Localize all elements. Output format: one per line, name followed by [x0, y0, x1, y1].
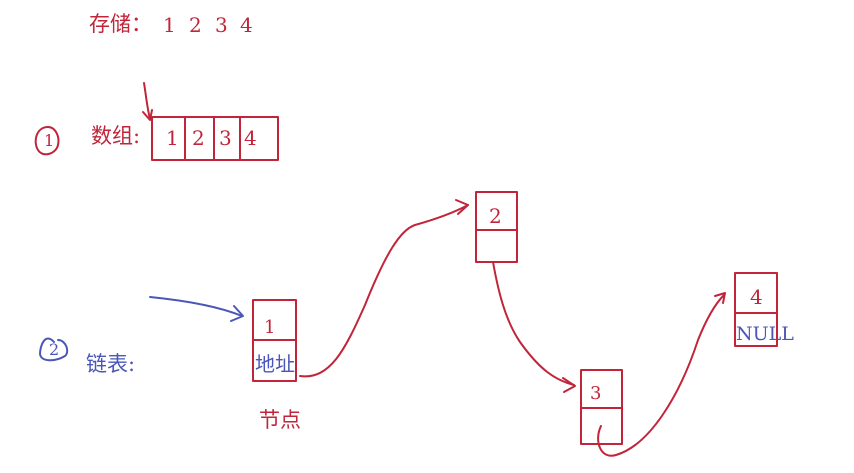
node-4-pointer: NULL — [736, 323, 794, 345]
node-2-box — [475, 191, 518, 263]
array-cell-3: 3 — [219, 126, 232, 150]
storage-value-3: 3 — [215, 13, 228, 37]
array-cell-4: 4 — [244, 126, 257, 150]
list-label: 链表: — [86, 352, 136, 376]
link-3-to-4-arrow — [597, 294, 725, 457]
link-2-to-3-arrow — [492, 261, 575, 386]
node-3-value: 3 — [590, 383, 602, 404]
head-pointer-head — [230, 305, 244, 322]
node-4-value: 4 — [750, 285, 763, 309]
link-3-to-4-head — [714, 292, 726, 304]
storage-value-4: 4 — [240, 13, 253, 37]
node-4-box — [734, 272, 778, 347]
link-2-to-3-head — [562, 377, 576, 393]
node-1-pointer: 地址 — [255, 352, 295, 376]
storage-value-1: 1 — [163, 13, 176, 37]
node-caption: 节点 — [259, 408, 301, 432]
storage-arrow-head — [142, 109, 153, 121]
array-marker: 1 — [44, 131, 55, 150]
array-cell-2: 2 — [192, 126, 205, 150]
storage-value-2: 2 — [189, 13, 202, 37]
array-label: 数组: — [91, 124, 141, 148]
array-cell-1: 1 — [166, 126, 179, 150]
storage-label: 存储： — [89, 12, 152, 36]
head-pointer-arrow — [149, 296, 243, 317]
node-2-value: 2 — [489, 204, 502, 228]
link-1-to-2-head — [455, 199, 469, 215]
marker-1-circle — [34, 126, 60, 156]
node-1-value: 1 — [264, 317, 276, 338]
link-1-to-2-arrow — [299, 204, 469, 378]
marker-2-circle — [39, 337, 69, 362]
list-marker: 2 — [49, 340, 60, 359]
storage-to-array-arrow — [143, 82, 151, 120]
